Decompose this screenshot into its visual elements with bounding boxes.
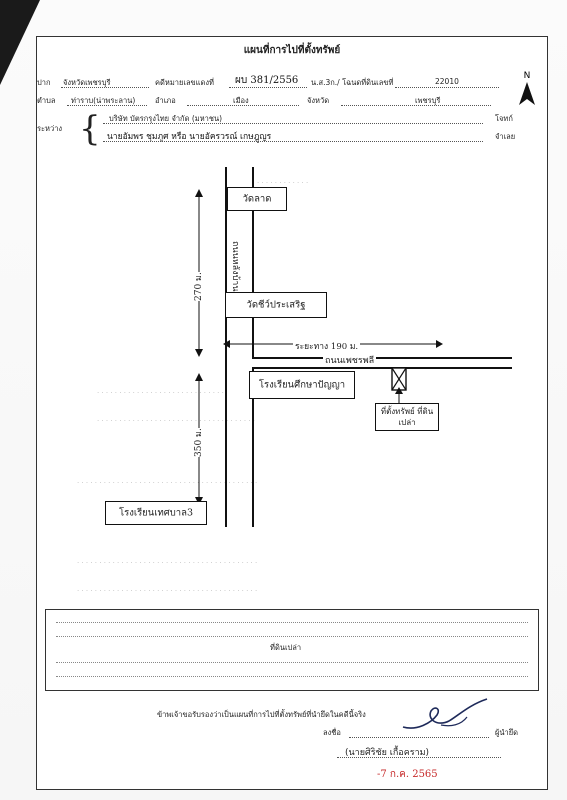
road-vertical-left-edge bbox=[225, 167, 227, 527]
label-defendant: จำเลย bbox=[495, 132, 516, 141]
label-between: ระหว่าง bbox=[37, 124, 63, 133]
distance-vertical-2-label: 350 ม. bbox=[191, 428, 205, 457]
landmark-school-municipal: โรงเรียนเทศบาล3 bbox=[105, 501, 207, 525]
underline bbox=[341, 105, 491, 106]
landmark-label: โรงเรียนเทศบาล3 bbox=[118, 507, 194, 519]
case-number: ผบ 381/2556 bbox=[235, 75, 299, 86]
north-label: N bbox=[524, 71, 531, 81]
signature-label: ลงชื่อ bbox=[323, 728, 341, 737]
north-arrow-icon: N bbox=[519, 71, 535, 105]
property-plot-icon bbox=[391, 367, 407, 391]
landmark-wat-lat: วัดลาด bbox=[227, 187, 287, 211]
underline bbox=[187, 105, 299, 106]
underline bbox=[229, 87, 307, 88]
label-province: ปาก bbox=[37, 78, 51, 87]
label-deed: น.ส.3ก./ โฉนดที่ดินเลขที่ bbox=[311, 78, 394, 87]
label-tambon: ตำบล bbox=[37, 96, 56, 105]
signature-image bbox=[402, 698, 488, 729]
certification-text: ข้าพเจ้าขอรับรองว่าเป็นแผนที่การไปที่ตั้… bbox=[157, 710, 366, 719]
name-line bbox=[337, 757, 501, 758]
role-label: ผู้นำยึด bbox=[495, 728, 518, 737]
scan-shadow-corner bbox=[0, 0, 40, 85]
province-value: จังหวัดเพชรบุรี bbox=[63, 78, 111, 87]
road-vertical-right-edge-lower bbox=[252, 367, 254, 527]
document-sheet: แผนที่การไปที่ตั้งทรัพย์ ปาก จังหวัดเพชร… bbox=[36, 36, 548, 790]
distance-vertical-1-label: 270 ม. bbox=[191, 272, 205, 301]
road-horizontal-label: ถนนเพชรพลี bbox=[323, 353, 377, 367]
landmark-label: วัดชีว์ประเสริฐ bbox=[246, 299, 306, 311]
landmark-label: วัดลาด bbox=[242, 193, 272, 205]
underline bbox=[67, 105, 147, 106]
label-plaintiff: โจทก์ bbox=[495, 114, 513, 123]
signature-line bbox=[349, 737, 489, 738]
signer-name: (นายศิริชัย เกื้อคราม) bbox=[345, 748, 430, 758]
underline bbox=[395, 87, 499, 88]
underline bbox=[103, 123, 483, 124]
landmark-wat-chiwa: วัดชีว์ประเสริฐ bbox=[225, 292, 327, 318]
road-horizontal-bottom-edge bbox=[252, 367, 512, 369]
date-stamp: -7 ก.ค. 2565 bbox=[377, 769, 438, 780]
underline bbox=[103, 141, 483, 142]
label-amphoe: อำเภอ bbox=[155, 96, 176, 105]
tambon-value: ท่าราบ(น่าพระลาน) bbox=[71, 96, 136, 105]
notes-label: ที่ดินเปล่า bbox=[270, 643, 302, 652]
property-label: ที่ตั้งทรัพย์ ที่ดินเปล่า bbox=[380, 407, 434, 427]
landmark-label: โรงเรียนศึกษาปัญญา bbox=[258, 379, 346, 391]
deed-number: 22010 bbox=[435, 77, 459, 86]
distance-horizontal-label: ระยะทาง 190 ม. bbox=[293, 339, 361, 353]
defendant-name: นายอัมพร ชุมภูศ หรือ นายอัครวรณ์ เกษฎูญร bbox=[107, 132, 272, 142]
changwat-value: เพชรบุรี bbox=[415, 96, 441, 105]
label-changwat: จังหวัด bbox=[307, 96, 330, 105]
notes-box: ที่ดินเปล่า bbox=[45, 609, 539, 691]
landmark-school-suksa: โรงเรียนศึกษาปัญญา bbox=[249, 371, 355, 399]
label-case-no: คดีหมายเลขแดงที่ bbox=[155, 78, 214, 87]
document-title: แผนที่การไปที่ตั้งทรัพย์ bbox=[243, 45, 341, 56]
road-vertical-right-edge bbox=[252, 167, 254, 357]
road-horizontal-top-edge bbox=[252, 357, 512, 359]
brace-icon: { bbox=[79, 109, 101, 149]
underline bbox=[61, 87, 149, 88]
plaintiff-name: บริษัท บัตรกรุงไทย จำกัด (มหาชน) bbox=[109, 114, 223, 123]
property-callout: ที่ตั้งทรัพย์ ที่ดินเปล่า bbox=[375, 403, 439, 431]
amphoe-value: เมือง bbox=[233, 96, 249, 105]
